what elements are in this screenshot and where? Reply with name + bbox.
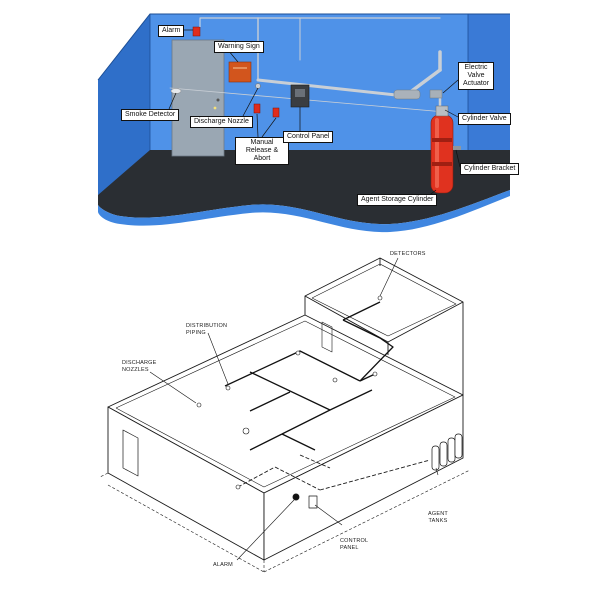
label-distribution-piping: DISTRIBUTION PIPING xyxy=(186,323,228,336)
building-isometric xyxy=(99,257,471,573)
label-control-panel: Control Panel xyxy=(283,131,334,143)
distribution-piping xyxy=(224,301,394,451)
door xyxy=(171,39,225,157)
label-agent-tanks: AGENT TANKS xyxy=(428,511,448,524)
label-discharge-nozzles: DISCHARGE NOZZLES xyxy=(122,360,157,373)
piping xyxy=(169,17,446,122)
cylinder-bracket xyxy=(453,146,461,150)
discharge-nozzle xyxy=(255,83,261,89)
cutaway-room xyxy=(97,13,510,233)
label-detectors: DETECTORS xyxy=(390,251,426,257)
label-control-panel-tech: CONTROL PANEL xyxy=(340,538,369,551)
label-smoke-detector: Smoke Detector xyxy=(121,109,180,121)
agent-tanks xyxy=(431,433,463,471)
label-cylinder-bracket: Cylinder Bracket xyxy=(460,163,520,175)
left-wall xyxy=(98,14,150,195)
abort-switch xyxy=(272,107,280,118)
label-manual-release: Manual Release & Abort xyxy=(235,137,289,165)
right-wall xyxy=(468,14,510,190)
label-warning-sign: Warning Sign xyxy=(214,41,264,53)
top-leader-lines xyxy=(168,29,461,198)
nozzles xyxy=(196,295,383,490)
warning-sign xyxy=(228,61,252,83)
label-agent-storage-cylinder: Agent Storage Cylinder xyxy=(357,194,438,206)
label-alarm: Alarm xyxy=(158,25,185,37)
bottom-leader-lines xyxy=(149,257,439,561)
label-electric-valve-actuator: Electric Valve Actuator xyxy=(458,62,494,90)
main-block-right-wall xyxy=(263,394,464,561)
label-alarm-tech: ALARM xyxy=(213,562,233,568)
label-discharge-nozzle: Discharge Nozzle xyxy=(190,116,253,128)
control-panel xyxy=(308,495,318,509)
smoke-detector xyxy=(170,88,182,94)
manual-release xyxy=(253,103,261,114)
alarm-bell xyxy=(192,26,201,37)
agent-cylinder xyxy=(430,105,454,194)
alarm xyxy=(292,493,300,501)
label-cylinder-valve: Cylinder Valve xyxy=(458,113,511,125)
side-door xyxy=(122,429,139,477)
